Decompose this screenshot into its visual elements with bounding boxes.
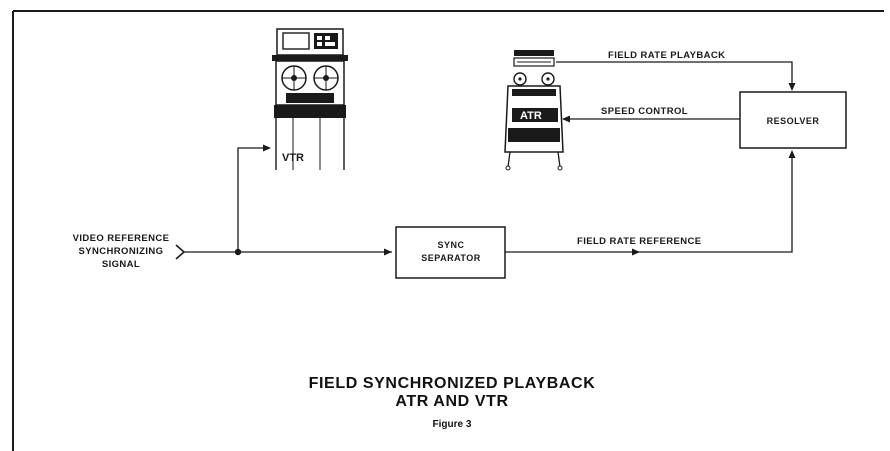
arrow-field-rate-reference [632,248,640,256]
vtr-head-block [286,93,334,103]
label-field-rate-playback: FIELD RATE PLAYBACK [608,50,725,61]
caption-title-line-2: ATR AND VTR [395,393,508,410]
caption-title-line-1: FIELD SYNCHRONIZED PLAYBACK [309,375,596,392]
vtr-label: VTR [282,152,304,164]
vtr-device: VTR [272,28,348,170]
vtr-monitor-controls [314,33,338,49]
wire-junction-to-vtr [237,147,270,252]
resolver-label: RESOLVER [767,116,820,126]
vtr-monitor-screen [282,32,310,50]
atr-label: ATR [520,110,542,122]
arrow-into-resolver-bottom [788,150,796,158]
input-label-line-1: VIDEO REFERENCE [73,233,170,244]
caption-figure-number: Figure 3 [433,419,472,430]
input-label: VIDEO REFERENCE SYNCHRONIZING SIGNAL [73,233,170,270]
input-label-line-2: SYNCHRONIZING [79,246,164,257]
input-connector-icon [175,244,186,260]
sync-separator-box [395,226,506,279]
sync-separator-label-1: SYNC [437,240,464,250]
atr-device: ATR [504,50,564,171]
sync-separator-label-2: SEPARATOR [421,253,481,263]
resolver-box [739,91,847,149]
arrow-into-atr [562,115,570,123]
arrow-into-resolver-top [788,83,796,91]
wire-atr-to-resolver [556,61,793,88]
arrow-into-vtr [263,144,271,152]
vtr-panel [274,105,346,118]
arrow-into-sync [384,248,392,256]
atr-top-unit [514,50,554,56]
input-label-line-3: SIGNAL [102,259,140,270]
label-speed-control: SPEED CONTROL [601,106,688,117]
label-field-rate-reference: FIELD RATE REFERENCE [577,236,701,247]
wire-sync-to-resolver [505,152,793,253]
vtr-deck-top [272,55,348,61]
atr-label-band [512,108,558,122]
